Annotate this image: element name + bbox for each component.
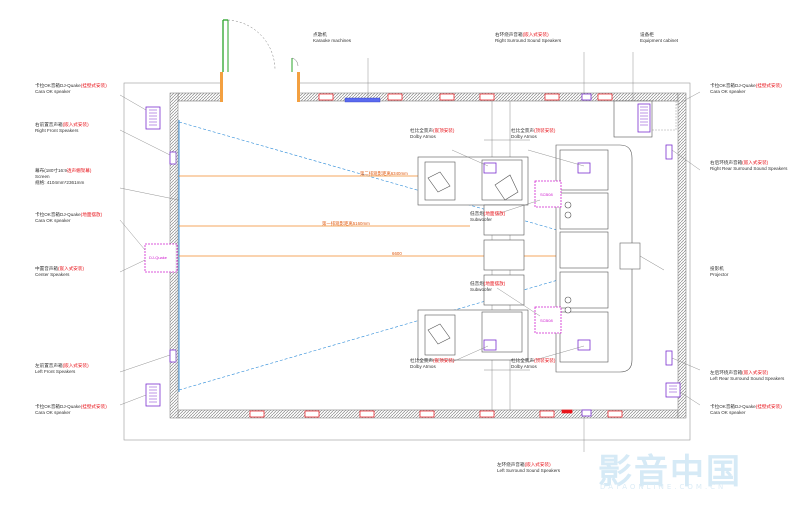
right-surround-speaker-top [581,93,592,101]
label-left-rear: 左后环绕声音箱(嵌入式安装) Left Rear Surround Sound … [710,370,785,381]
watermark: 影音中国 [598,452,742,492]
front-row-seating [417,156,529,361]
label-dolby-bottom-right: 杜比全景声(顶装安装) Dolby Atmos [511,358,556,369]
label-right-surround-top: 右环绕声音箱(嵌入式安装) Right Surround Sound Speak… [495,32,562,43]
projection-cone [178,121,621,391]
center-speaker [144,243,178,273]
wall-speakers-top [249,93,623,418]
label-screen: 幕布(180寸16:9透声绷架幕) Screen 规格: 4104mm*2361… [35,168,92,185]
left-surround-speaker-bottom [581,409,592,417]
rear-row-seating [555,144,633,373]
door [220,19,300,102]
label-center: 中置音声箱(嵌入式安装) Center Speakers [35,266,85,277]
label-dolby-top-left: 杜比全景声(嵌顶安装) Dolby Atmos [410,128,455,139]
label-right-rear: 右后环绕声音箱(嵌入式安装) Right Rear Surround Sound… [710,160,788,171]
dim-row2: 第二排观影距离6340mm [360,171,408,176]
karaoke-machine [344,97,381,103]
center-speaker-tag: DJ-Quake [149,255,168,260]
subwoofer-tag-1: SCB08 [540,192,553,197]
label-dolby-bottom-left: 杜比全景声(嵌顶安装) Dolby Atmos [410,358,455,369]
leader-lines [119,52,701,452]
label-left-front: 左前置音声箱(嵌入式安装) Left Front Speakers [35,363,89,374]
subwoofer-tag-2: SCB08 [540,318,553,323]
label-cara-top-left: 卡拉OK音箱DJ-Quake(挂壁式安装) Cara OK speaker [35,83,107,94]
projector [619,242,641,270]
label-cara-bottom-left: 卡拉OK音箱DJ-Quake(挂壁式安装) Cara OK speaker [35,404,107,415]
dolby-atmos-speakers [483,162,591,351]
label-left-surround-bottom: 左环绕声音箱(嵌入式安装) Left Surround Sound Speake… [497,462,561,473]
label-karaoke: 点歌机 Karaoke machines [313,32,352,43]
label-subwoofer-top: 低音炮(地面摆放) Subwoofer [470,211,506,222]
label-projector: 投影机 Projector [710,266,729,277]
label-cara-bottom-right: 卡拉OK音箱DJ-Quake(挂壁式安装) Cara OK speaker [710,404,782,415]
outer-boundary [123,82,691,441]
equipment-cabinet [613,100,677,138]
right-speakers [665,144,681,398]
label-cara-top-right: 卡拉OK音箱DJ-Quake(挂壁式安装) Cara OK speaker [710,83,782,94]
dim-total: 6600 [392,251,402,256]
dim-row1: 第一排观影距离5160mm [322,221,370,226]
subwoofers [534,180,562,334]
label-right-front: 右前置音声箱(嵌入式安装) Right Front Speakers [35,122,89,133]
label-cara-mid-left: 卡拉OK音箱DJ-Quake(地面摆放) Cara OK speaker [35,212,103,223]
label-subwoofer-bottom: 低音炮(地面摆放) Subwoofer [470,281,506,292]
watermark-sub: DATAONLINE.COM.CN [600,483,727,491]
label-dolby-top-right: 杜比全景声(顶装安装) Dolby Atmos [511,128,556,139]
label-equipment: 设备柜 Equipment cabinet [640,32,679,43]
